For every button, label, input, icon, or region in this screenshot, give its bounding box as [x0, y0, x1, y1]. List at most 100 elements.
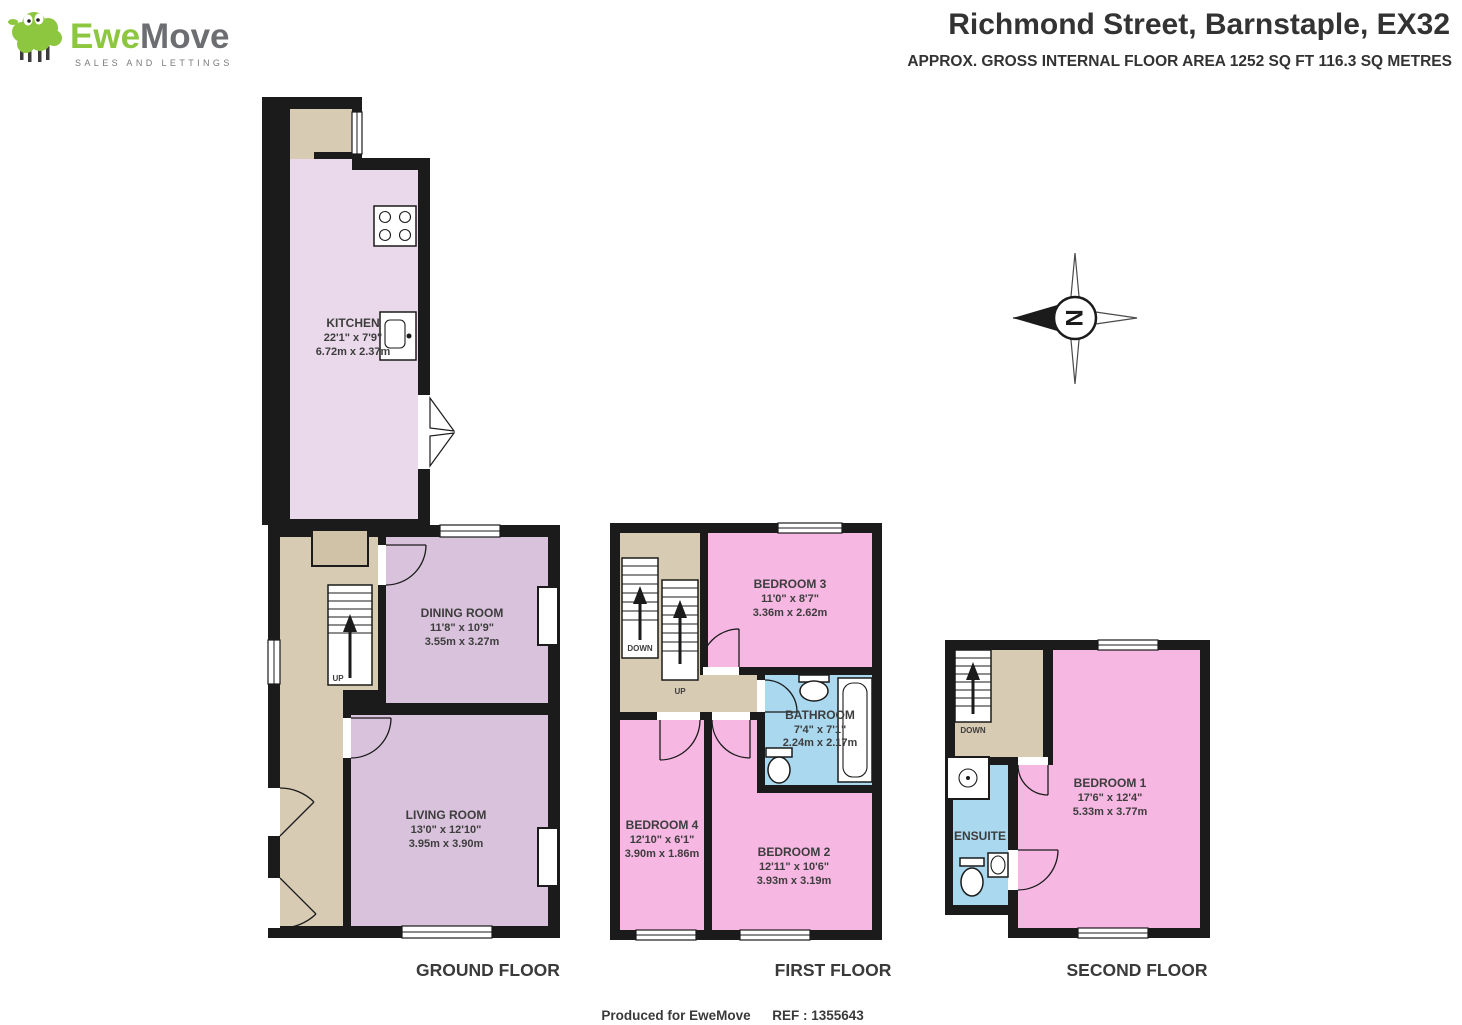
sheep-icon [8, 12, 62, 62]
ewemove-logo: EweMove SALES AND LETTINGS [8, 12, 233, 68]
sink-icon [987, 852, 1009, 878]
french-doors [418, 395, 456, 469]
door-swing [757, 679, 798, 713]
window [267, 639, 281, 685]
door-swing [711, 712, 751, 759]
room-bedroom1 [1018, 650, 1200, 928]
second-stairs: DOWN [954, 649, 992, 735]
room-name: DINING ROOM [421, 606, 504, 620]
room-name: BEDROOM 1 [1074, 776, 1147, 790]
living-label: LIVING ROOM 13'0" x 12'10" 3.95m x 3.90m [406, 808, 487, 850]
room-dims-imperial: 22'1" x 7'9" [324, 332, 382, 344]
room-dims-metric: 3.55m x 3.27m [425, 636, 500, 648]
bedroom1-label: BEDROOM 1 17'6" x 12'4" 5.33m x 3.77m [1073, 776, 1148, 818]
room-dims-imperial: 7'4" x 7'1" [794, 724, 846, 736]
door-swing [268, 877, 317, 929]
window [351, 111, 363, 155]
room-bedroom2 [712, 720, 872, 930]
second-floor-plan: DOWN BEDROOM 1 17'6" x 12'4" 5.33m x 3.7… [945, 639, 1210, 939]
room-name: BEDROOM 2 [758, 845, 831, 859]
bathroom-label: BATHROOM 7'4" x 7'1" 2.24m x 2.17m [783, 708, 858, 749]
room-living [351, 715, 548, 926]
room-dims-imperial: 11'0" x 8'7" [761, 593, 819, 605]
ground-floor-plan: UP KITCHEN 22'1" x 7'9" 6.72m x 2.37m DI… [262, 97, 560, 939]
room-name: KITCHEN [326, 316, 379, 330]
room-dims-metric: 3.90m x 1.86m [625, 848, 700, 860]
room-dims-metric: 3.36m x 2.62m [753, 607, 828, 619]
dining-label: DINING ROOM 11'8" x 10'9" 3.55m x 3.27m [421, 606, 504, 648]
room-dims-imperial: 13'0" x 12'10" [411, 824, 482, 836]
first-stairs-down-label: DOWN [627, 644, 653, 653]
door-swing [657, 712, 701, 761]
room-dims-imperial: 11'8" x 10'9" [430, 622, 494, 634]
hob-icon [373, 205, 417, 247]
brand-ewe: Ewe [70, 17, 140, 56]
second-stairs-down-label: DOWN [960, 726, 986, 735]
room-dims-metric: 3.95m x 3.90m [409, 838, 484, 850]
door-swing [343, 717, 392, 759]
room-bedroom4 [620, 720, 704, 930]
room-name: BEDROOM 4 [626, 818, 699, 832]
kitchen-hall-doorway [311, 529, 369, 567]
bedroom2-label: BEDROOM 2 12'11" x 10'6" 3.93m x 3.19m [757, 845, 832, 887]
window [777, 522, 843, 534]
brand-move: Move [140, 17, 229, 56]
front-door-swing [268, 787, 315, 837]
compass-north-label: N [1062, 309, 1089, 326]
room-name: BATHROOM [785, 708, 855, 722]
door-swing [378, 544, 427, 586]
window [401, 925, 493, 939]
window [1077, 927, 1149, 939]
room-name: BEDROOM 3 [754, 577, 827, 591]
room-dims-metric: 6.72m x 2.37m [316, 346, 391, 358]
chimney-breast [537, 586, 559, 646]
kitchen-label: KITCHEN 22'1" x 7'9" 6.72m x 2.37m [316, 316, 391, 358]
room-dims-imperial: 12'11" x 10'6" [759, 861, 829, 873]
room-dims-metric: 3.93m x 3.19m [757, 875, 832, 887]
window [635, 929, 697, 941]
room-dims-imperial: 12'10" x 6'1" [630, 834, 695, 846]
first-stairs-down: DOWN [621, 557, 659, 659]
room-name: LIVING ROOM [406, 808, 487, 822]
bedroom3-label: BEDROOM 3 11'0" x 8'7" 3.36m x 2.62m [753, 577, 828, 619]
door-swing [1017, 757, 1049, 796]
second-floor-title: SECOND FLOOR [1067, 960, 1208, 980]
toilet-icon [765, 747, 793, 784]
bathtub-icon [837, 677, 873, 783]
ensuite-label: ENSUITE [954, 829, 1006, 843]
first-floor-plan: DOWN UP BEDROOM 3 11'0" x 8'7" 3.36m x 2… [610, 522, 882, 941]
door-swing [700, 628, 740, 675]
page-title: Richmond Street, Barnstaple, EX32 [948, 8, 1450, 41]
room-dining [386, 537, 548, 703]
window [439, 524, 501, 538]
compass-icon: N [1012, 252, 1138, 385]
room-bedroom3 [708, 533, 872, 667]
shower-icon [946, 756, 990, 800]
footer-ref: REF : 1355643 [772, 1008, 864, 1023]
window [739, 929, 811, 941]
brand-tagline: SALES AND LETTINGS [75, 58, 233, 68]
brand-wordmark: EweMove [70, 17, 230, 56]
room-dims-metric: 5.33m x 3.77m [1073, 806, 1148, 818]
kitchen-sink-icon [379, 311, 417, 361]
first-stairs-up: UP [661, 579, 699, 696]
first-corridor [700, 675, 757, 712]
toilet-icon [959, 857, 985, 897]
door-swing [1008, 849, 1059, 891]
ground-stairs-up-label: UP [332, 674, 344, 683]
sink-icon [798, 674, 830, 702]
room-dims-metric: 2.24m x 2.17m [783, 737, 858, 749]
first-floor-title: FIRST FLOOR [775, 960, 892, 980]
bedroom4-label: BEDROOM 4 12'10" x 6'1" 3.90m x 1.86m [625, 818, 700, 860]
entry-wall-stub [314, 152, 352, 159]
chimney-breast [537, 827, 559, 887]
first-stairs-up-label: UP [674, 687, 686, 696]
room-dims-imperial: 17'6" x 12'4" [1078, 792, 1143, 804]
window [1097, 639, 1159, 651]
page-subtitle: APPROX. GROSS INTERNAL FLOOR AREA 1252 S… [907, 53, 1452, 70]
kitchen-entry-area [290, 109, 352, 159]
room-kitchen [290, 159, 418, 519]
ground-floor-title: GROUND FLOOR [416, 960, 560, 980]
